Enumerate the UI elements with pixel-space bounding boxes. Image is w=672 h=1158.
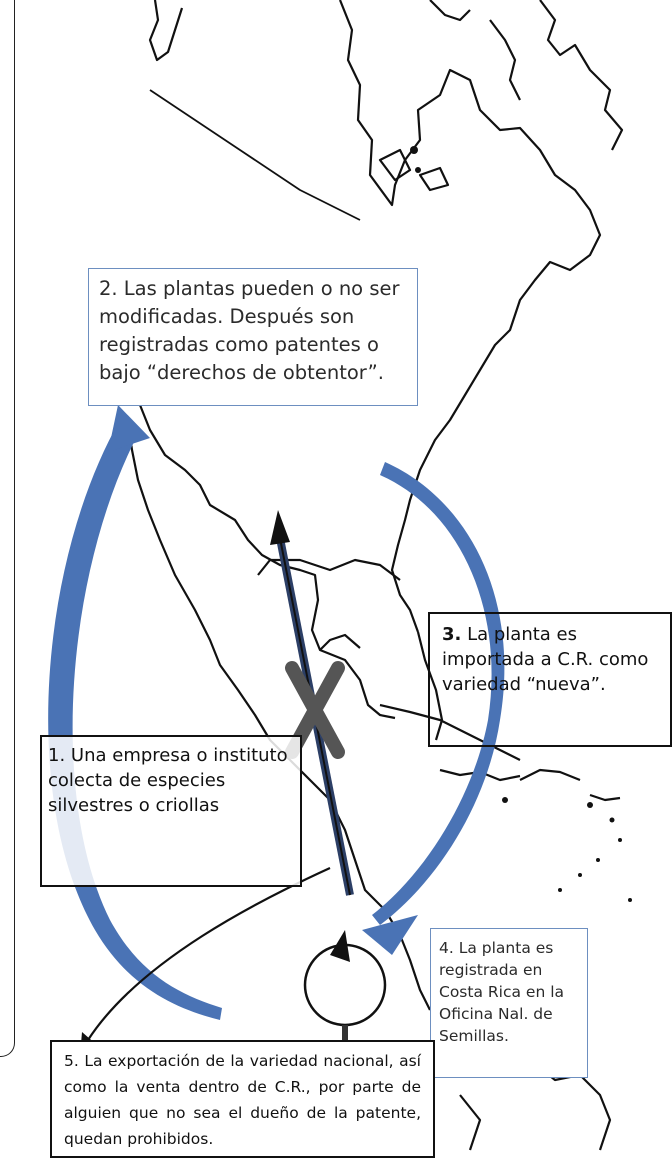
step-4-box: 4. La planta es registrada en Costa Rica…	[430, 928, 588, 1078]
step-5-box: 5. La exportación de la variedad naciona…	[50, 1040, 435, 1158]
step-2-box: 2. Las plantas pueden o no ser modificad…	[88, 268, 418, 406]
map-outline	[126, 0, 624, 1151]
step-3-number: 3.	[442, 624, 462, 645]
step-3-box: 3. La planta es importada a C.R. como va…	[428, 612, 672, 747]
step-1-number: 1.	[48, 745, 66, 766]
step-2-text: 2. Las plantas pueden o no ser modificad…	[99, 277, 400, 384]
step-4-text: 4. La planta es registrada en Costa Rica…	[439, 939, 564, 1045]
map-islands	[410, 146, 632, 937]
cycle-arrow	[48, 405, 505, 1020]
loop-arrow-head	[330, 930, 350, 962]
step-5-text: 5. La exportación de la variedad naciona…	[64, 1052, 421, 1148]
step-3-text: La planta es importada a C.R. como varie…	[442, 624, 649, 695]
step-1-text: Una empresa o instituto colecta de espec…	[48, 745, 288, 816]
step-1-box: 1. Una empresa o instituto colecta de es…	[40, 735, 302, 887]
